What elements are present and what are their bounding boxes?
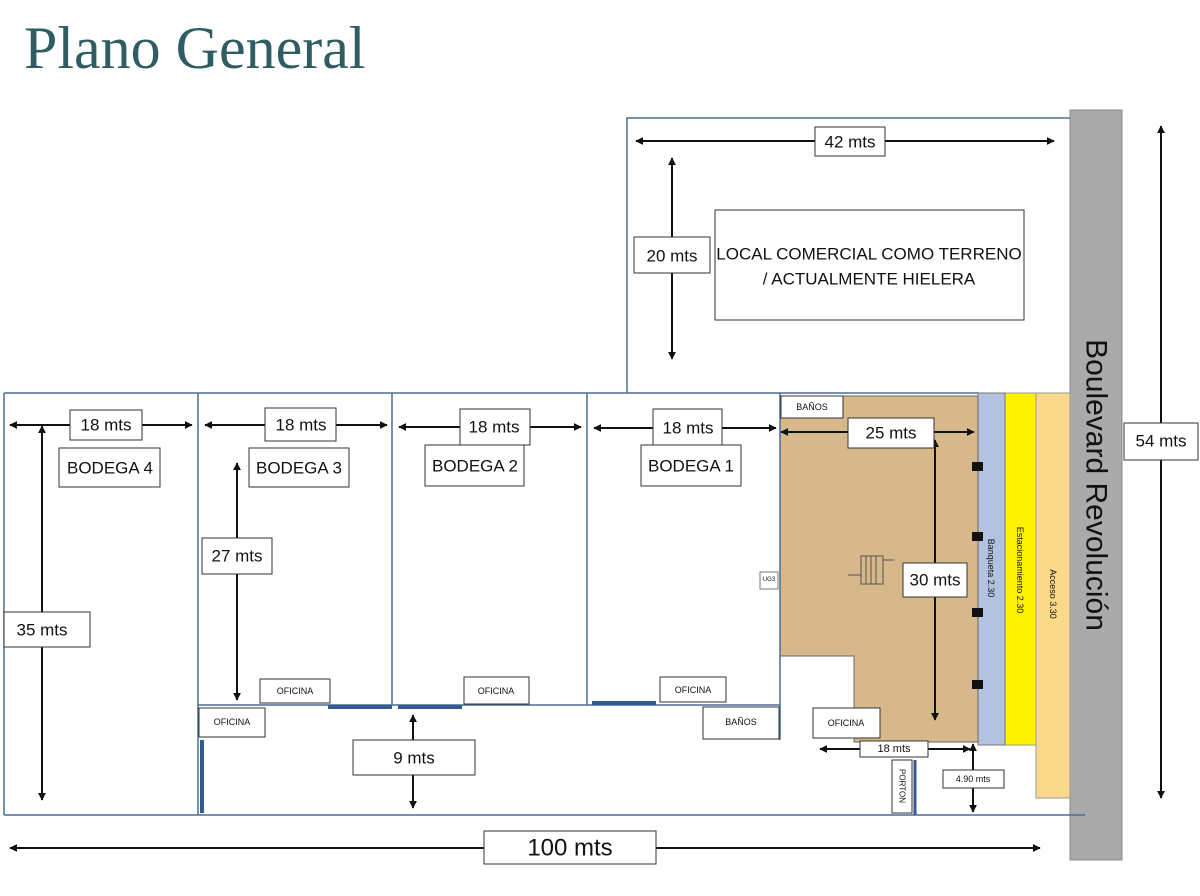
oficina-b3b-label: OFICINA	[214, 717, 251, 727]
road-label: Boulevard Revolución	[1080, 339, 1113, 631]
porton-box	[891, 759, 913, 814]
dim-9-box	[352, 739, 476, 776]
local-comercial-line1: LOCAL COMERCIAL COMO TERRENO	[716, 245, 1021, 264]
estacionamiento-label: Estacionamiento 2.30	[1015, 527, 1025, 614]
banqueta-label: Banqueta 2.30	[986, 539, 996, 598]
bodega3-box	[248, 447, 350, 488]
bodega4-label: BODEGA 4	[67, 459, 153, 478]
dim-18-small-box	[859, 740, 929, 758]
acceso-label: Acceso 3.30	[1048, 569, 1058, 619]
dim-490-box	[942, 769, 1005, 789]
oficina-b2-label: OFICINA	[478, 686, 515, 696]
oficina-b2-box	[463, 676, 530, 705]
oficina-b1-box	[659, 676, 727, 703]
bodega4-box	[58, 447, 161, 488]
banos-bottom-box	[702, 706, 780, 740]
local-comercial-box	[714, 209, 1025, 321]
local-comercial-line2: / ACTUALMENTE HIELERA	[763, 270, 976, 289]
dim-42: 42 mts	[824, 133, 875, 152]
dim-100-box	[483, 830, 657, 865]
oficina-b3a-label: OFICINA	[277, 686, 314, 696]
dim-27: 27 mts	[211, 547, 262, 566]
dim-25-box	[847, 417, 935, 449]
acceso-strip	[1035, 392, 1071, 799]
oficina-main-box	[812, 707, 881, 739]
dim-490: 4.90 mts	[956, 774, 991, 784]
oficina-b3b-box	[198, 707, 266, 738]
dim-9: 9 mts	[393, 749, 435, 768]
page-title: Plano General	[24, 15, 366, 81]
dim-18-bodega2-box	[459, 408, 531, 446]
building-walls	[3, 117, 1085, 816]
dim-54-box	[1123, 422, 1199, 461]
dim-35-box	[3, 611, 91, 648]
dim-18-bodega1-box	[652, 408, 723, 446]
oficina-b1-label: OFICINA	[675, 685, 712, 695]
dim-25: 25 mts	[865, 424, 916, 443]
dim-30-box	[902, 562, 968, 598]
dim-18-bodega3-box	[264, 407, 337, 442]
doors	[200, 701, 917, 815]
stairs-icon	[848, 555, 894, 585]
dim-42-box	[814, 126, 886, 157]
bodega2-box	[424, 444, 525, 487]
oficina-main-label: OFICINA	[828, 718, 865, 728]
banos-top-box	[780, 395, 844, 419]
dim-20: 20 mts	[646, 247, 697, 266]
oficina-b3a-box	[259, 678, 331, 704]
bodega1-box	[640, 444, 742, 487]
banos-top-label: BAÑOS	[796, 402, 828, 412]
bodega3-label: BODEGA 3	[256, 459, 342, 478]
dim-18-bodega4-box	[69, 409, 143, 441]
entry-markers	[972, 462, 983, 689]
porton-label: PORTON	[898, 769, 907, 803]
road	[1069, 109, 1123, 861]
bodega2-label: BODEGA 2	[432, 457, 518, 476]
dim-18-bodega4: 18 mts	[80, 416, 131, 435]
dim-18-bodega1: 18 mts	[662, 419, 713, 438]
ug3-tag: UG3	[763, 577, 776, 583]
ug3-tag-box	[759, 571, 779, 590]
dim-27-box	[201, 537, 273, 575]
dim-18-bodega3: 18 mts	[275, 416, 326, 435]
dim-20-box	[633, 236, 711, 274]
dim-100: 100 mts	[527, 835, 612, 862]
estacionamiento-strip	[1004, 392, 1037, 746]
dim-54: 54 mts	[1135, 432, 1186, 451]
banos-bottom-label: BAÑOS	[725, 717, 757, 727]
dim-18-small: 18 mts	[877, 743, 911, 755]
dim-18-bodega2: 18 mts	[468, 418, 519, 437]
bodega1-label: BODEGA 1	[648, 457, 734, 476]
dim-35: 35 mts	[16, 621, 67, 640]
dim-30: 30 mts	[909, 571, 960, 590]
